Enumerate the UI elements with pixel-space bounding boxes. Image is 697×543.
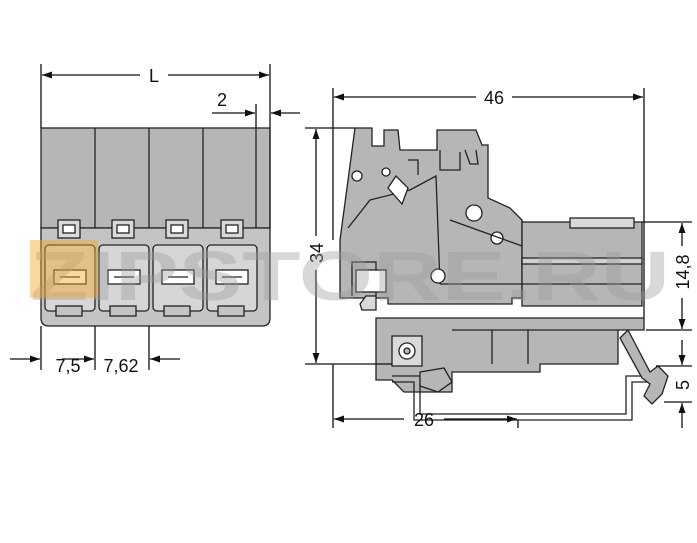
dim-height-label: 34 (307, 243, 327, 263)
dim-socket-height-label: 14,8 (673, 254, 693, 289)
side-view: 46 34 14,8 5 (305, 88, 693, 430)
dim-pitch-label: 7,62 (103, 356, 138, 376)
watermark-accent (30, 240, 98, 298)
dim-rail-offset-label: 5 (673, 380, 693, 390)
dim-overhang: 2 (212, 90, 300, 128)
dim-length-label: L (149, 66, 159, 86)
front-housing-top (40, 127, 271, 229)
rail-hook (619, 328, 669, 405)
dim-depth: 46 (332, 88, 645, 318)
dim-height: 34 (305, 127, 392, 365)
side-socket (521, 217, 643, 307)
dim-length: L (40, 64, 271, 128)
dim-depth-label: 46 (484, 88, 504, 108)
watermark-text: ZIPSTORE.RU (30, 237, 670, 315)
dim-pitch: 7,5 7,62 (10, 326, 180, 376)
watermark: ZIPSTORE.RU (30, 237, 670, 315)
front-view: L 2 7,5 7,62 (10, 64, 300, 376)
din-rail (392, 375, 654, 415)
pole-openings (44, 244, 258, 317)
dim-rail-depth-label: 26 (414, 410, 434, 430)
latch-tabs (57, 219, 244, 239)
dim-rail-offset: 5 (656, 340, 693, 428)
side-plug-details (347, 149, 523, 296)
dim-rail-depth: 26 (332, 364, 519, 430)
dim-first-pitch-label: 7,5 (55, 356, 80, 376)
rail-latch (419, 367, 453, 393)
dim-overhang-label: 2 (217, 90, 227, 110)
dim-socket-height: 14,8 (642, 221, 693, 331)
